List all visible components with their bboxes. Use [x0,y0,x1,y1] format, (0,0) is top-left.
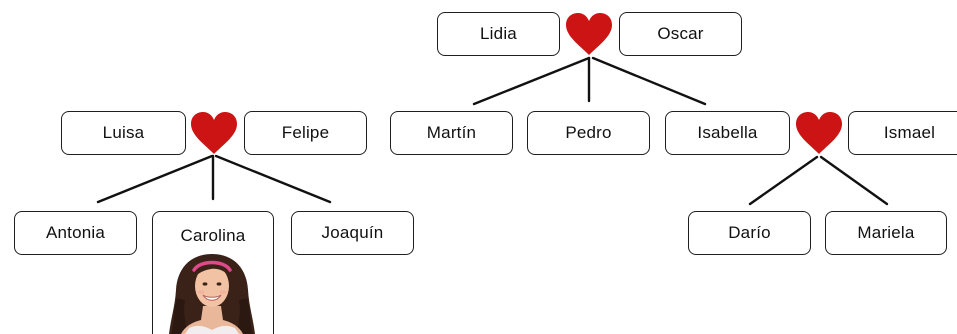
person-lidia: Lidia [437,12,560,56]
person-name: Luisa [102,123,145,142]
person-isabella: Isabella [665,111,790,155]
person-name: Isabella [697,123,758,142]
heart-icon [566,13,612,55]
heart-icon [796,112,842,154]
person-name: Martín [426,123,477,142]
heart-icon [191,112,237,154]
person-name: Joaquín [321,223,384,242]
person-name: Antonia [45,223,106,242]
person-name: Pedro [565,123,612,142]
person-mariela: Mariela [825,211,947,255]
person-name: Oscar [657,24,704,43]
portrait-photo [169,254,255,334]
person-oscar: Oscar [619,12,742,56]
person-carolina: Carolina [152,211,274,334]
person-name: Felipe [281,123,330,142]
connector-lidia-oscar-to-isabella [591,56,707,106]
person-luisa: Luisa [61,111,186,155]
person-antonia: Antonia [14,211,137,255]
connector-lidia-oscar-to-martin [472,56,591,106]
connector-isabella-ismael-to-mariela [819,155,889,206]
connector-luisa-felipe-to-joaquin [214,154,332,204]
person-felipe: Felipe [244,111,367,155]
person-ismael: Ismael [848,111,957,155]
person-name: Mariela [857,223,915,242]
connector-luisa-felipe-to-antonia [96,154,214,204]
person-dario: Darío [688,211,811,255]
person-pedro: Pedro [527,111,650,155]
person-martin: Martín [390,111,513,155]
person-name: Darío [728,223,771,242]
person-name: Lidia [480,24,517,43]
person-name: Ismael [883,123,936,142]
person-joaquin: Joaquín [291,211,414,255]
connector-isabella-ismael-to-dario [748,155,819,206]
person-name: Carolina [180,226,246,245]
